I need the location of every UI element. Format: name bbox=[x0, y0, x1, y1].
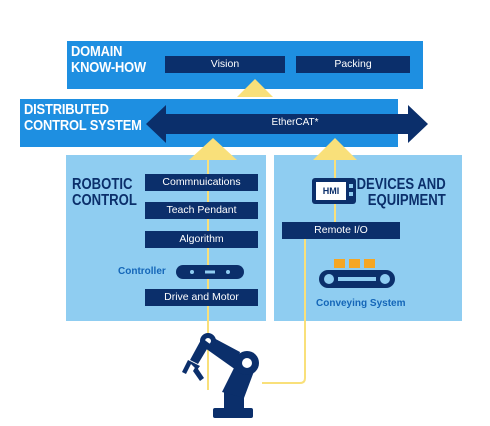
packing-box: Packing bbox=[296, 56, 410, 73]
dcs-title-line1: DISTRIBUTED bbox=[24, 101, 109, 118]
conveying-system-label: Conveying System bbox=[316, 298, 406, 309]
robot-arm-icon bbox=[182, 333, 259, 418]
arrow-domain bbox=[237, 79, 273, 97]
package-3 bbox=[364, 259, 375, 268]
hmi-label: HMI bbox=[322, 186, 340, 196]
devices-title: DEVICES AND EQUIPMENT bbox=[357, 177, 446, 209]
teach-pendant-box: Teach Pendant bbox=[145, 202, 258, 219]
ethercat-bus-arrow bbox=[146, 105, 428, 143]
remote-io-link-line bbox=[262, 238, 306, 384]
devices-title-line2: EQUIPMENT bbox=[367, 192, 446, 209]
package-2 bbox=[349, 259, 360, 268]
communications-box: Commnuications bbox=[145, 174, 258, 191]
robotic-title-line2: CONTROL bbox=[72, 192, 137, 209]
algorithm-box: Algorithm bbox=[145, 231, 258, 248]
package-1 bbox=[334, 259, 345, 268]
arrow-devices bbox=[313, 138, 357, 160]
dcs-title-line2: CONTROL SYSTEM bbox=[24, 117, 142, 134]
domain-band-title: DOMAIN KNOW-HOW bbox=[71, 44, 146, 76]
remote-io-box: Remote I/O bbox=[282, 222, 400, 239]
vision-box: Vision bbox=[165, 56, 285, 73]
devices-title-line1: DEVICES AND bbox=[356, 176, 446, 193]
drive-motor-box: Drive and Motor bbox=[145, 289, 258, 306]
robotic-title: ROBOTIC CONTROL bbox=[72, 177, 137, 209]
dcs-band-title: DISTRIBUTED CONTROL SYSTEM bbox=[24, 102, 142, 134]
domain-title-line1: DOMAIN bbox=[71, 43, 123, 60]
arrow-robotic bbox=[189, 138, 237, 160]
robotic-title-line1: ROBOTIC bbox=[72, 176, 133, 193]
domain-title-line2: KNOW-HOW bbox=[71, 59, 147, 76]
controller-label: Controller bbox=[118, 266, 166, 277]
ethercat-label: EtherCAT* bbox=[271, 117, 319, 128]
